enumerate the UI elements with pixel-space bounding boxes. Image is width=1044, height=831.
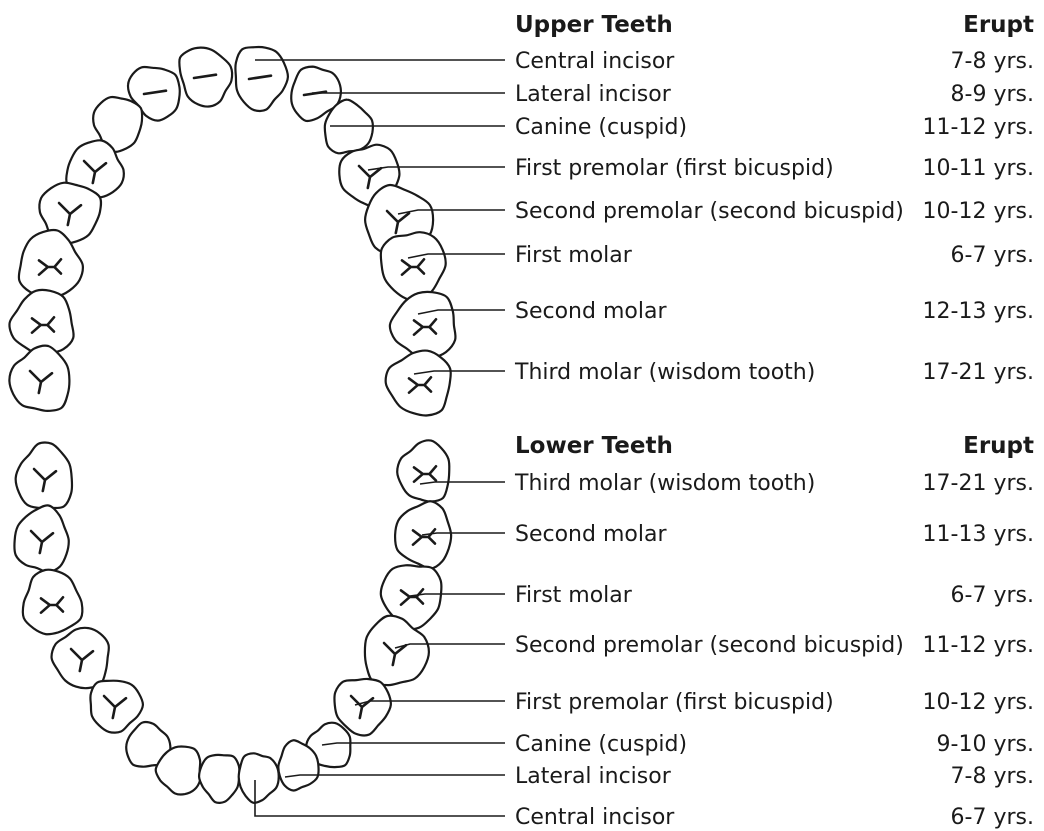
upper-erupt-age-1: 8-9 yrs. [951, 82, 1034, 107]
upper-tooth-12 [390, 292, 456, 358]
lower-tooth-4 [23, 570, 83, 635]
teeth-illustration [9, 47, 455, 803]
upper-tooth-name-4: Second premolar (second bicuspid) [515, 199, 904, 224]
lower-tooth-name-6: Lateral incisor [515, 764, 672, 789]
lower-erupt-age-6: 7-8 yrs. [951, 764, 1034, 789]
upper-erupt-age-2: 11-12 yrs. [923, 115, 1034, 140]
upper-erupt-age-0: 7-8 yrs. [951, 49, 1034, 74]
lower-erupt-age-1: 11-13 yrs. [923, 522, 1034, 547]
lower-tooth-14 [199, 755, 239, 803]
lower-tooth-1 [397, 440, 449, 501]
upper-tooth-name-7: Third molar (wisdom tooth) [514, 360, 815, 385]
lower-erupt-age-3: 11-12 yrs. [923, 633, 1034, 658]
upper-erupt-age-3: 10-11 yrs. [923, 156, 1034, 181]
upper-tooth-name-3: First premolar (first bicuspid) [515, 156, 834, 181]
upper-erupt-age-5: 6-7 yrs. [951, 243, 1034, 268]
lower-tooth-name-0: Third molar (wisdom tooth) [514, 471, 815, 496]
upper-tooth-name-5: First molar [515, 243, 633, 268]
lower-teeth-title: Lower Teeth [515, 433, 673, 459]
upper-tooth-name-6: Second molar [515, 299, 667, 324]
upper-erupt-age-6: 12-13 yrs. [923, 299, 1034, 324]
labels: Upper Teeth Erupt Lower Teeth Erupt Cent… [514, 12, 1034, 830]
upper-tooth-name-2: Canine (cuspid) [515, 115, 687, 140]
lower-tooth-name-2: First molar [515, 583, 633, 608]
lower-tooth-name-5: Canine (cuspid) [515, 732, 687, 757]
lower-erupt-age-2: 6-7 yrs. [951, 583, 1034, 608]
upper-tooth-name-1: Lateral incisor [515, 82, 672, 107]
upper-erupt-age-7: 17-21 yrs. [923, 360, 1034, 385]
upper-tooth-15 [9, 346, 69, 411]
upper-tooth-name-0: Central incisor [515, 49, 675, 74]
upper-erupt-age-4: 10-12 yrs. [923, 199, 1034, 224]
lower-erupt-age-5: 9-10 yrs. [937, 732, 1034, 757]
lower-erupt-age-0: 17-21 yrs. [923, 471, 1034, 496]
upper-erupt-header: Erupt [963, 12, 1034, 38]
lower-erupt-age-7: 6-7 yrs. [951, 805, 1034, 830]
lower-tooth-name-1: Second molar [515, 522, 667, 547]
upper-tooth-0 [235, 47, 288, 111]
lower-tooth-0 [16, 442, 72, 508]
upper-teeth-title: Upper Teeth [515, 12, 673, 38]
upper-tooth-14 [386, 351, 451, 416]
lower-tooth-name-3: Second premolar (second bicuspid) [515, 633, 904, 658]
lower-tooth-name-4: First premolar (first bicuspid) [515, 690, 834, 715]
lower-tooth-name-7: Central incisor [515, 805, 675, 830]
lower-erupt-header: Erupt [963, 433, 1034, 459]
lower-tooth-15 [239, 753, 279, 803]
lower-tooth-2 [14, 505, 68, 572]
upper-tooth-13 [9, 290, 73, 354]
lower-erupt-age-4: 10-12 yrs. [923, 690, 1034, 715]
